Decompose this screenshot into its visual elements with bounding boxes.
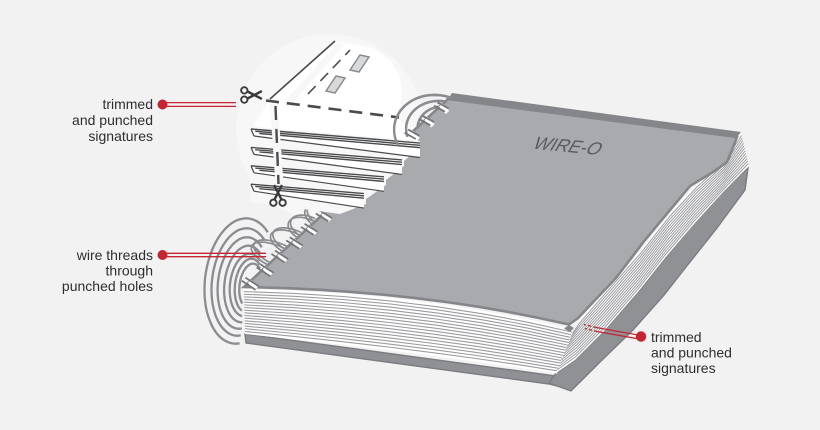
svg-text:trimmed: trimmed — [102, 96, 153, 112]
svg-text:through: through — [106, 263, 153, 279]
svg-text:and punched: and punched — [72, 112, 153, 128]
svg-text:punched holes: punched holes — [62, 278, 153, 294]
svg-text:signatures: signatures — [88, 128, 153, 144]
svg-text:and punched: and punched — [651, 345, 732, 361]
svg-text:signatures: signatures — [651, 360, 716, 376]
svg-text:wire threads: wire threads — [76, 247, 153, 263]
svg-text:trimmed: trimmed — [651, 329, 702, 345]
